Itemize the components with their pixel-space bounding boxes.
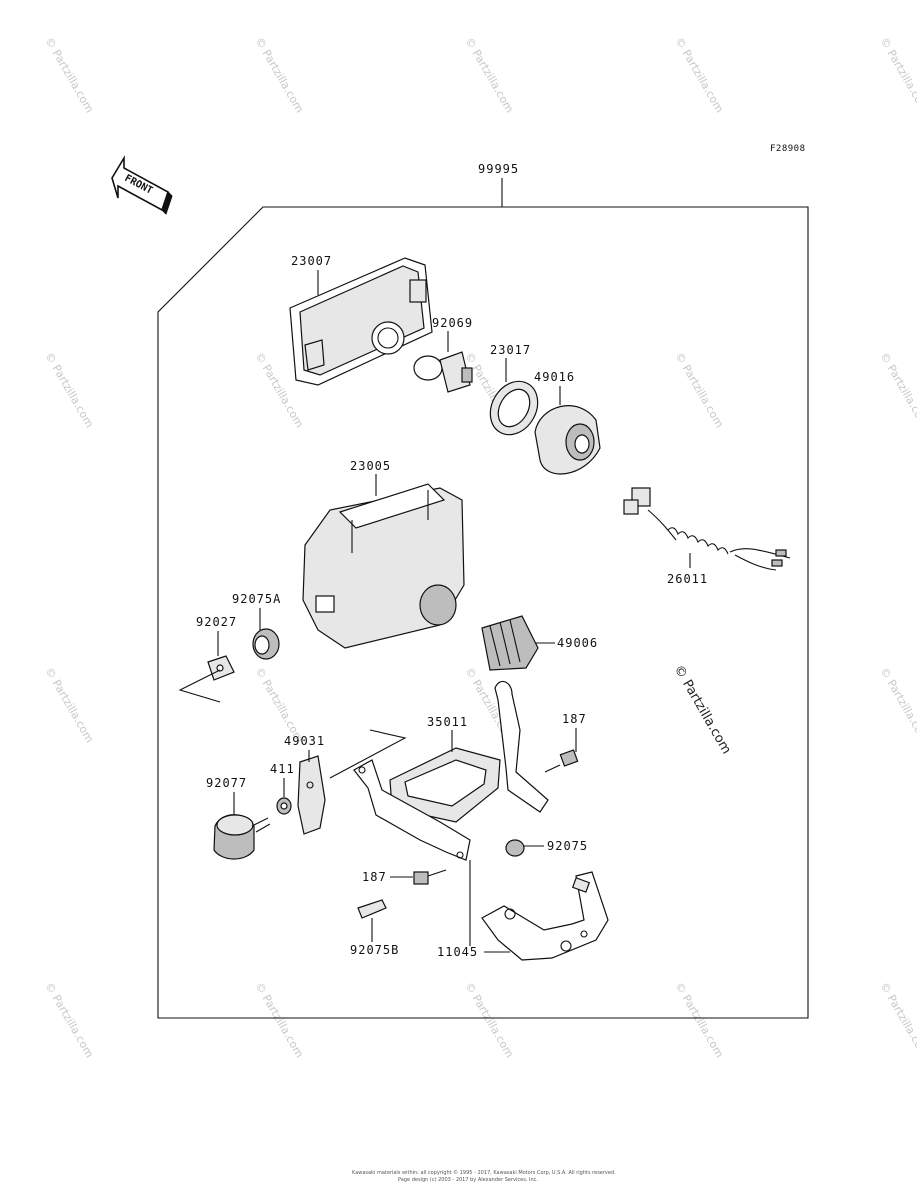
bolt-lower <box>413 869 447 885</box>
part-label-49031: 49031 <box>284 734 325 748</box>
watermark: © Partzilla.com <box>252 35 306 115</box>
mounting-bracket <box>353 680 549 861</box>
partzilla-watermark: © Partzilla.com <box>671 663 734 757</box>
part-label-assembly: 99995 <box>478 162 519 176</box>
bolt-upper <box>544 749 579 773</box>
part-label-187-lower: 187 <box>362 870 387 884</box>
part-label-23007: 23007 <box>291 254 332 268</box>
assembly-outline <box>157 206 809 1019</box>
washer <box>207 655 235 681</box>
watermark: © Partzilla.com <box>42 350 96 430</box>
part-label-35011: 35011 <box>427 715 468 729</box>
leader-line <box>329 729 407 779</box>
part-label-187-upper: 187 <box>562 712 587 726</box>
watermark: © Partzilla.com <box>42 665 96 745</box>
part-label-92075A: 92075A <box>232 592 281 606</box>
front-arrow-icon: FRONT <box>111 155 173 215</box>
retaining-ring <box>489 380 539 436</box>
wiring-harness <box>623 487 791 571</box>
clip <box>357 899 387 919</box>
part-label-92075: 92075 <box>547 839 588 853</box>
part-label-11045: 11045 <box>437 945 478 959</box>
watermark: © Partzilla.com <box>462 980 516 1060</box>
part-label-23017: 23017 <box>490 343 531 357</box>
watermark: © Partzilla.com <box>42 980 96 1060</box>
copyright-line-1: Kawasaki materials within: all copyright… <box>352 1169 616 1176</box>
headlight-lens <box>289 257 433 386</box>
rubber-boot <box>481 615 539 671</box>
part-label-49016: 49016 <box>534 370 575 384</box>
watermark: © Partzilla.com <box>672 35 726 115</box>
watermark: © Partzilla.com <box>42 35 96 115</box>
part-label-92075B: 92075B <box>350 943 399 957</box>
watermark: © Partzilla.com <box>877 665 917 745</box>
part-label-49006: 49006 <box>557 636 598 650</box>
part-label-92077: 92077 <box>206 776 247 790</box>
leader-line <box>178 669 221 703</box>
part-label-411: 411 <box>270 762 295 776</box>
adjust-knob <box>213 814 271 860</box>
bulb <box>413 351 473 393</box>
watermark: © Partzilla.com <box>462 35 516 115</box>
watermark-grid: © Partzilla.com © Partzilla.com © Partzi… <box>42 35 917 1060</box>
socket-cover <box>534 405 601 475</box>
watermark: © Partzilla.com <box>252 980 306 1060</box>
headlight-housing <box>302 483 465 649</box>
watermark: © Partzilla.com <box>672 980 726 1060</box>
copyright-line-2: Page design (c) 2003 - 2017 by Alexander… <box>398 1177 538 1183</box>
figure-code: F28908 <box>770 144 806 154</box>
watermark: © Partzilla.com <box>877 350 917 430</box>
watermark: © Partzilla.com <box>877 980 917 1060</box>
grommet-a <box>252 628 280 660</box>
watermark: © Partzilla.com <box>877 35 917 115</box>
part-label-92069: 92069 <box>432 316 473 330</box>
watermark: © Partzilla.com <box>252 665 306 745</box>
part-label-26011: 26011 <box>667 572 708 586</box>
watermark: © Partzilla.com <box>672 350 726 430</box>
mount-plate <box>297 755 326 835</box>
part-label-23005: 23005 <box>350 459 391 473</box>
lower-bracket <box>481 871 609 961</box>
grommet <box>505 839 525 857</box>
part-label-92027: 92027 <box>196 615 237 629</box>
washer-411 <box>276 797 292 815</box>
